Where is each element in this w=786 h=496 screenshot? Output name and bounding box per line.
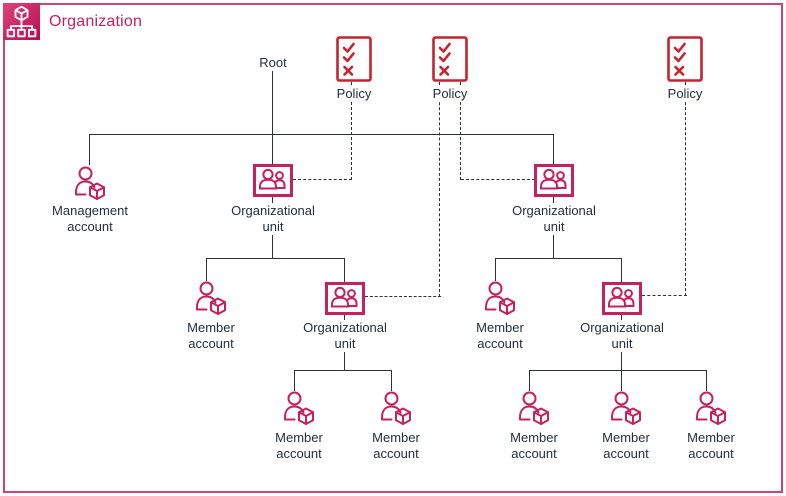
connector: [89, 134, 90, 165]
member-account-label: Member account: [266, 430, 332, 462]
policy-label: Policy: [666, 86, 704, 102]
member-account-label: Member account: [501, 430, 567, 462]
connector-root-branch: [89, 134, 554, 135]
member-account-icon: [379, 390, 413, 426]
member-account-icon: [609, 390, 643, 426]
connector: [495, 258, 622, 259]
connector: [206, 258, 207, 281]
policy-connector-1: [293, 179, 352, 180]
policy-connector-2a: [439, 82, 440, 297]
policy-label: Policy: [431, 86, 469, 102]
organizational-unit-icon-right: [534, 164, 574, 197]
member-account-icon: [194, 280, 228, 316]
management-account-icon: [73, 165, 107, 201]
policy-connector-2a: [365, 296, 441, 297]
connector-root-vertical: [272, 70, 273, 164]
connector: [553, 134, 554, 165]
organizational-unit-icon-left-nested: [325, 282, 365, 315]
organization-icon: [3, 3, 40, 40]
connector: [344, 258, 345, 283]
connector: [206, 258, 345, 259]
connector: [706, 370, 707, 391]
member-account-icon: [517, 390, 551, 426]
policy-connector-2b: [461, 179, 535, 180]
policy-icon-1: [336, 36, 372, 82]
organizational-unit-icon-right-nested: [602, 282, 642, 315]
connector: [294, 370, 295, 391]
policy-connector-1: [351, 82, 352, 180]
policy-connector-3: [685, 82, 686, 296]
policy-icon-2: [432, 36, 468, 82]
diagram-title: Organization: [49, 13, 143, 30]
connector: [621, 370, 622, 391]
management-account-label: Management account: [45, 203, 135, 235]
connector: [529, 370, 530, 391]
member-account-icon: [694, 390, 728, 426]
root-label: Root: [258, 55, 288, 71]
connector: [621, 258, 622, 283]
member-account-label: Member account: [178, 320, 244, 352]
policy-icon-3: [667, 36, 703, 82]
policy-connector-2b: [460, 82, 461, 180]
policy-connector-3: [642, 295, 687, 296]
member-account-label: Member account: [593, 430, 659, 462]
organizational-unit-label: Organizational unit: [573, 320, 671, 352]
connector: [495, 258, 496, 281]
organizational-unit-label: Organizational unit: [224, 203, 322, 235]
organizational-unit-label: Organizational unit: [296, 320, 394, 352]
member-account-label: Member account: [467, 320, 533, 352]
member-account-icon: [282, 390, 316, 426]
member-account-icon: [483, 280, 517, 316]
connector: [529, 370, 707, 371]
organizational-unit-label: Organizational unit: [505, 203, 603, 235]
connector: [391, 370, 392, 391]
member-account-label: Member account: [363, 430, 429, 462]
organization-boundary: [3, 3, 783, 493]
policy-label: Policy: [335, 86, 373, 102]
member-account-label: Member account: [678, 430, 744, 462]
connector: [294, 370, 392, 371]
organizational-unit-icon-left: [253, 164, 293, 197]
